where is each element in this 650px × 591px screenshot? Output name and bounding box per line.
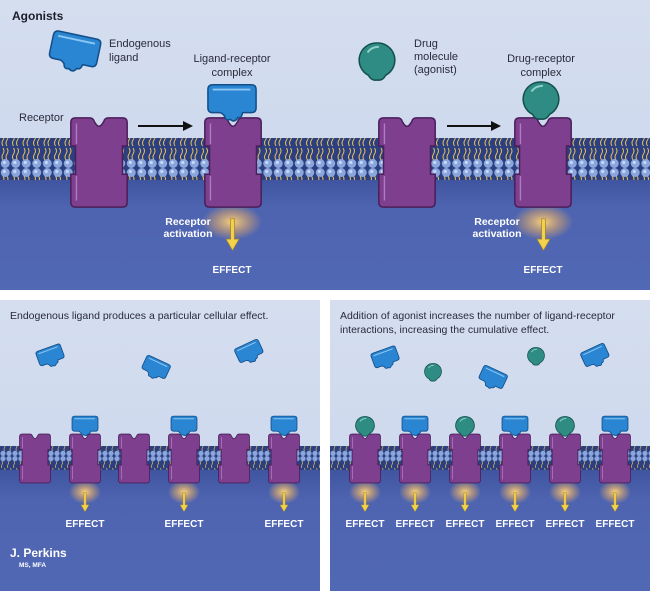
receptor-icon — [378, 117, 436, 208]
receptor-label: Receptor — [19, 112, 64, 124]
effect-label: EFFECT — [265, 519, 304, 530]
receptor-icon — [549, 433, 581, 484]
activation-glow — [268, 480, 300, 504]
receptor-icon — [69, 433, 101, 484]
activation-glow — [599, 480, 631, 504]
receptor-icon — [349, 433, 381, 484]
bottom-right-panel: Addition of agonist increases the number… — [330, 300, 650, 591]
effect-label: EFFECT — [165, 519, 204, 530]
effect-label: EFFECT — [524, 265, 563, 276]
activation-glow — [499, 480, 531, 504]
effect-label: EFFECT — [446, 519, 485, 530]
activation-glow — [449, 480, 481, 504]
signature: J. Perkins — [10, 546, 67, 560]
effect-label: EFFECT — [213, 265, 252, 276]
receptor-icon — [449, 433, 481, 484]
caption: Addition of agonist increases the number… — [340, 310, 615, 336]
arrow-head-icon — [491, 121, 501, 131]
signature-credentials: MS, MFA — [19, 562, 46, 569]
receptor-icon — [499, 433, 531, 484]
activation-glow — [168, 480, 200, 504]
effect-label: EFFECT — [596, 519, 635, 530]
caption: Endogenous ligand produces a particular … — [10, 310, 268, 322]
receptor-icon — [118, 433, 150, 484]
effect-label: EFFECT — [546, 519, 585, 530]
receptor-icon — [514, 117, 572, 208]
arrow-head-icon — [183, 121, 193, 131]
receptor-icon — [70, 117, 128, 208]
receptor-icon — [19, 433, 51, 484]
receptor-icon — [168, 433, 200, 484]
title: Agonists — [12, 9, 64, 23]
effect-label: EFFECT — [66, 519, 105, 530]
receptor-icon — [399, 433, 431, 484]
activation-glow — [399, 480, 431, 504]
effect-label: EFFECT — [496, 519, 535, 530]
cell-membrane — [0, 446, 320, 470]
activation-glow — [349, 480, 381, 504]
receptor-icon — [268, 433, 300, 484]
effect-label: EFFECT — [346, 519, 385, 530]
activation-glow — [69, 480, 101, 504]
cell-membrane — [330, 446, 650, 470]
activation-glow — [549, 480, 581, 504]
bottom-left-panel: Endogenous ligand produces a particular … — [0, 300, 320, 591]
receptor-icon — [218, 433, 250, 484]
receptor-icon — [599, 433, 631, 484]
receptor-icon — [204, 117, 262, 208]
effect-label: EFFECT — [396, 519, 435, 530]
